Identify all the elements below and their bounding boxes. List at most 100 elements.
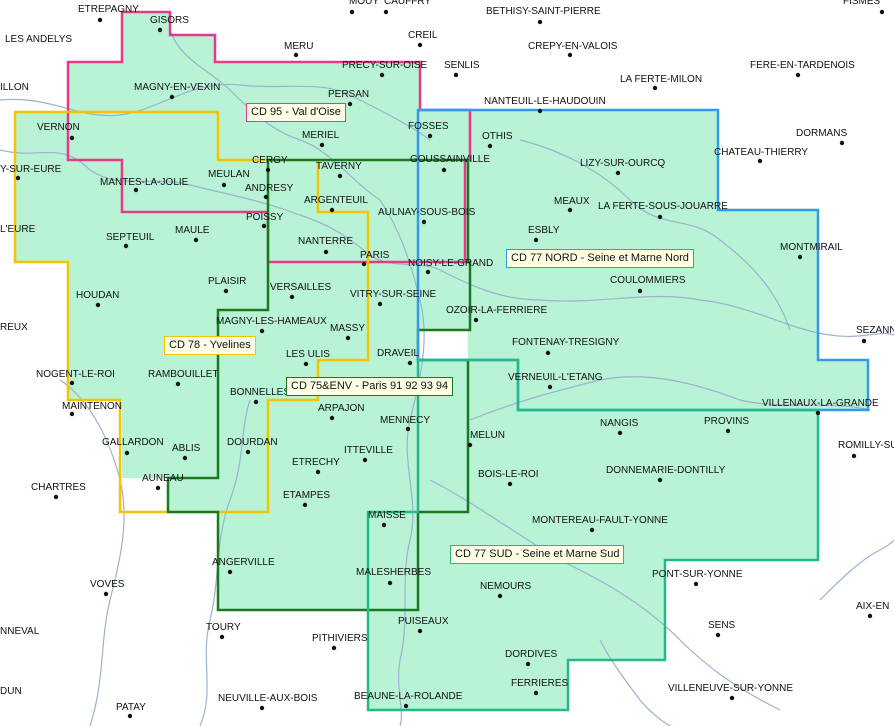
town-marker — [867, 613, 873, 619]
town-label: VILLENAUX-LA-GRANDE — [762, 398, 879, 409]
town-marker — [507, 481, 513, 487]
town-marker — [615, 170, 621, 176]
town-marker — [15, 175, 21, 181]
zone-outlines — [13, 10, 870, 712]
town-marker — [331, 645, 337, 651]
town-marker — [329, 207, 335, 213]
town-marker — [245, 449, 251, 455]
cd95-label[interactable]: CD 95 - Val d'Oise — [246, 103, 346, 122]
town-label: GISORS — [150, 15, 189, 26]
town-marker — [362, 457, 368, 463]
town-marker — [133, 187, 139, 193]
town-label: PITHIVIERS — [312, 633, 368, 644]
town-label: SENS — [708, 620, 736, 631]
town-marker — [617, 430, 623, 436]
cd77-sud-label[interactable]: CD 77 SUD - Seine et Marne Sud — [450, 545, 625, 564]
town-label: RAMBOUILLET — [148, 369, 219, 380]
town-marker — [427, 133, 433, 139]
town-label: ROMILLY-SU — [838, 440, 894, 451]
town-marker — [323, 249, 329, 255]
town-label: CHARTRES — [31, 482, 86, 493]
town-marker — [537, 108, 543, 114]
town-marker — [725, 428, 731, 434]
town-label: MOUY — [349, 0, 379, 7]
town-label: NEUVILLE-AUX-BOIS — [218, 693, 318, 704]
town-label: ITTEVILLE — [344, 445, 393, 456]
cd77-sud-outline[interactable] — [366, 358, 820, 712]
town-marker — [383, 9, 389, 15]
town-label: FERRIERES — [511, 678, 569, 689]
town-label: MAGNY-LES-HAMEAUX — [216, 316, 327, 327]
town-marker — [693, 581, 699, 587]
town-marker — [69, 380, 75, 386]
town-marker — [227, 569, 233, 575]
town-marker — [259, 328, 265, 334]
town-marker — [403, 703, 409, 709]
town-label: DUN — [0, 686, 22, 697]
town-marker — [525, 661, 531, 667]
town-label: REUX — [0, 322, 28, 333]
town-marker — [797, 254, 803, 260]
town-label: COULOMMIERS — [610, 275, 686, 286]
town-marker — [533, 690, 539, 696]
town-label: MALESHERBES — [356, 567, 431, 578]
town-marker — [861, 338, 867, 344]
town-label: MONTEREAU-FAULT-YONNE — [532, 515, 668, 526]
cd78-label[interactable]: CD 78 - Yvelines — [164, 336, 256, 355]
town-marker — [729, 695, 735, 701]
town-marker — [193, 237, 199, 243]
town-label: MAULE — [175, 225, 210, 236]
cd75-label[interactable]: CD 75&ENV - Paris 91 92 93 94 — [286, 377, 454, 396]
town-label: CAUFFRY — [384, 0, 431, 7]
town-label: MAISSE — [368, 510, 406, 521]
town-marker — [425, 269, 431, 275]
town-label: FISMES — [843, 0, 881, 7]
town-label: VERNEUIL-L'ETANG — [508, 372, 603, 383]
town-label: ETRECHY — [292, 457, 340, 468]
town-label: PARIS — [360, 250, 390, 261]
town-label: ANGERVILLE — [212, 557, 275, 568]
town-label: NANGIS — [600, 418, 639, 429]
town-label: PONT-SUR-YONNE — [652, 569, 743, 580]
town-marker — [221, 182, 227, 188]
town-label: FONTENAY-TRESIGNY — [512, 337, 620, 348]
town-marker — [497, 593, 503, 599]
town-marker — [537, 19, 543, 25]
town-label: MASSY — [330, 323, 365, 334]
town-label: LA FERTE-SOUS-JOUARRE — [598, 201, 728, 212]
town-label: FERE-EN-TARDENOIS — [750, 60, 855, 71]
town-label: MEAUX — [554, 196, 590, 207]
town-label: CREIL — [408, 30, 438, 41]
town-marker — [95, 302, 101, 308]
town-marker — [175, 381, 181, 387]
town-marker — [259, 705, 265, 711]
town-label: GALLARDON — [102, 437, 164, 448]
town-marker — [379, 72, 385, 78]
town-label: L'EURE — [0, 224, 36, 235]
town-marker — [567, 207, 573, 213]
town-marker — [319, 142, 325, 148]
town-marker — [289, 294, 295, 300]
town-marker — [223, 288, 229, 294]
town-label: MAINTENON — [62, 401, 122, 412]
town-label: ARGENTEUIL — [304, 195, 368, 206]
town-marker — [657, 477, 663, 483]
town-marker — [851, 453, 857, 459]
town-marker — [547, 384, 553, 390]
town-marker — [533, 237, 539, 243]
town-label: LES ULIS — [286, 349, 330, 360]
town-marker — [157, 27, 163, 33]
town-label: NANTERRE — [298, 236, 353, 247]
town-label: MAGNY-EN-VEXIN — [134, 82, 220, 93]
town-marker — [123, 243, 129, 249]
town-marker — [815, 410, 821, 416]
town-label: BONNELLES — [230, 387, 290, 398]
town-label: GOUSSAINVILLE — [410, 154, 490, 165]
town-marker — [417, 42, 423, 48]
town-label: MANTES-LA-JOLIE — [100, 177, 189, 188]
town-marker — [315, 469, 321, 475]
town-label: VILLENEUVE-SUR-YONNE — [668, 683, 793, 694]
town-marker — [637, 288, 643, 294]
cd77-nord-label[interactable]: CD 77 NORD - Seine et Marne Nord — [506, 249, 694, 268]
